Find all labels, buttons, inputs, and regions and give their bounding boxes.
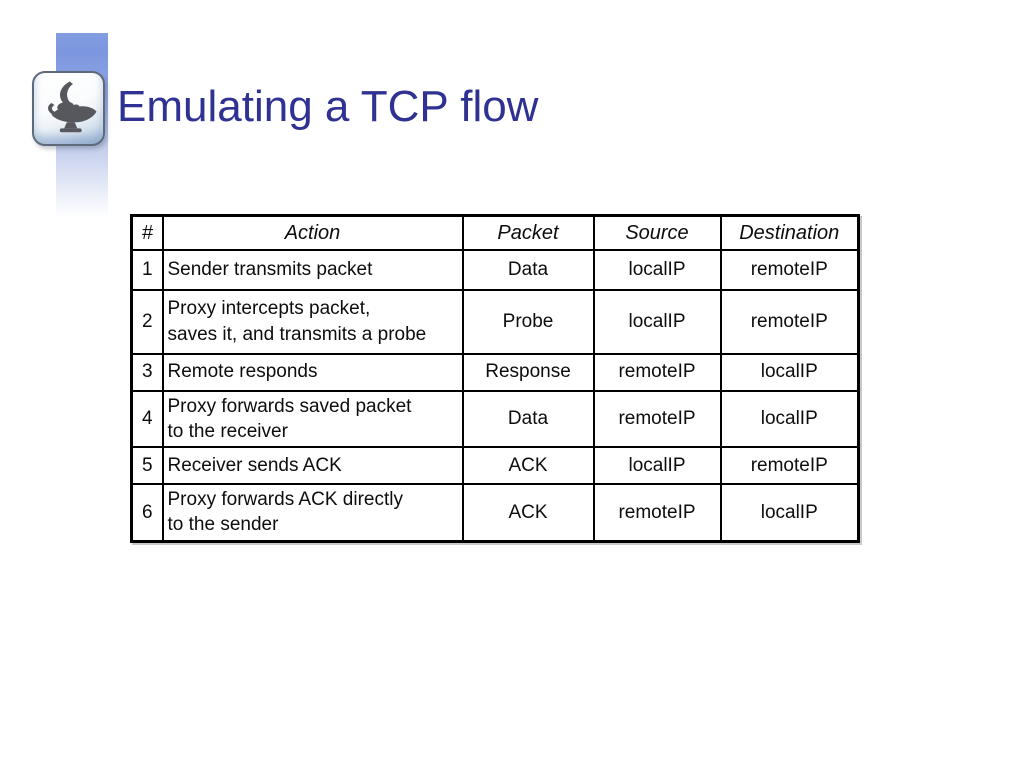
table-header-cell: Destination xyxy=(719,214,860,251)
table-cell: Probe xyxy=(461,288,595,355)
table-cell: Remote responds xyxy=(161,352,464,392)
table-cell: Sender transmits packet xyxy=(161,248,464,291)
table-cell: Receiver sends ACK xyxy=(161,445,464,485)
table-cell: localIP xyxy=(719,482,860,543)
slide-title: Emulating a TCP flow xyxy=(117,82,539,131)
table-cell: remoteIP xyxy=(719,248,860,291)
table-cell: Response xyxy=(461,352,595,392)
table-cell: ACK xyxy=(461,445,595,485)
table-cell: Proxy forwards ACK directly to the sende… xyxy=(161,482,464,543)
keycap-icon xyxy=(32,71,105,146)
table-cell: remoteIP xyxy=(592,482,722,543)
table-cell: 6 xyxy=(130,482,164,543)
table-cell: Proxy forwards saved packet to the recei… xyxy=(161,389,464,448)
table-cell: remoteIP xyxy=(719,445,860,485)
table-cell: localIP xyxy=(592,288,722,355)
table-cell: 3 xyxy=(130,352,164,392)
table-cell: remoteIP xyxy=(592,352,722,392)
table-cell: Data xyxy=(461,248,595,291)
table-cell: localIP xyxy=(592,248,722,291)
table-header-cell: # xyxy=(130,214,164,251)
table-cell: Proxy intercepts packet, saves it, and t… xyxy=(161,288,464,355)
table-cell: localIP xyxy=(592,445,722,485)
table-header-cell: Packet xyxy=(461,214,595,251)
table-header-cell: Action xyxy=(161,214,464,251)
table-cell: localIP xyxy=(719,352,860,392)
table-cell: 4 xyxy=(130,389,164,448)
table-cell: remoteIP xyxy=(719,288,860,355)
table-cell: 2 xyxy=(130,288,164,355)
genie-lamp-icon xyxy=(47,81,97,132)
table-cell: ACK xyxy=(461,482,595,543)
table-cell: localIP xyxy=(719,389,860,448)
table-header-cell: Source xyxy=(592,214,722,251)
table-cell: 1 xyxy=(130,248,164,291)
table-cell: remoteIP xyxy=(592,389,722,448)
table-cell: Data xyxy=(461,389,595,448)
table-cell: 5 xyxy=(130,445,164,485)
